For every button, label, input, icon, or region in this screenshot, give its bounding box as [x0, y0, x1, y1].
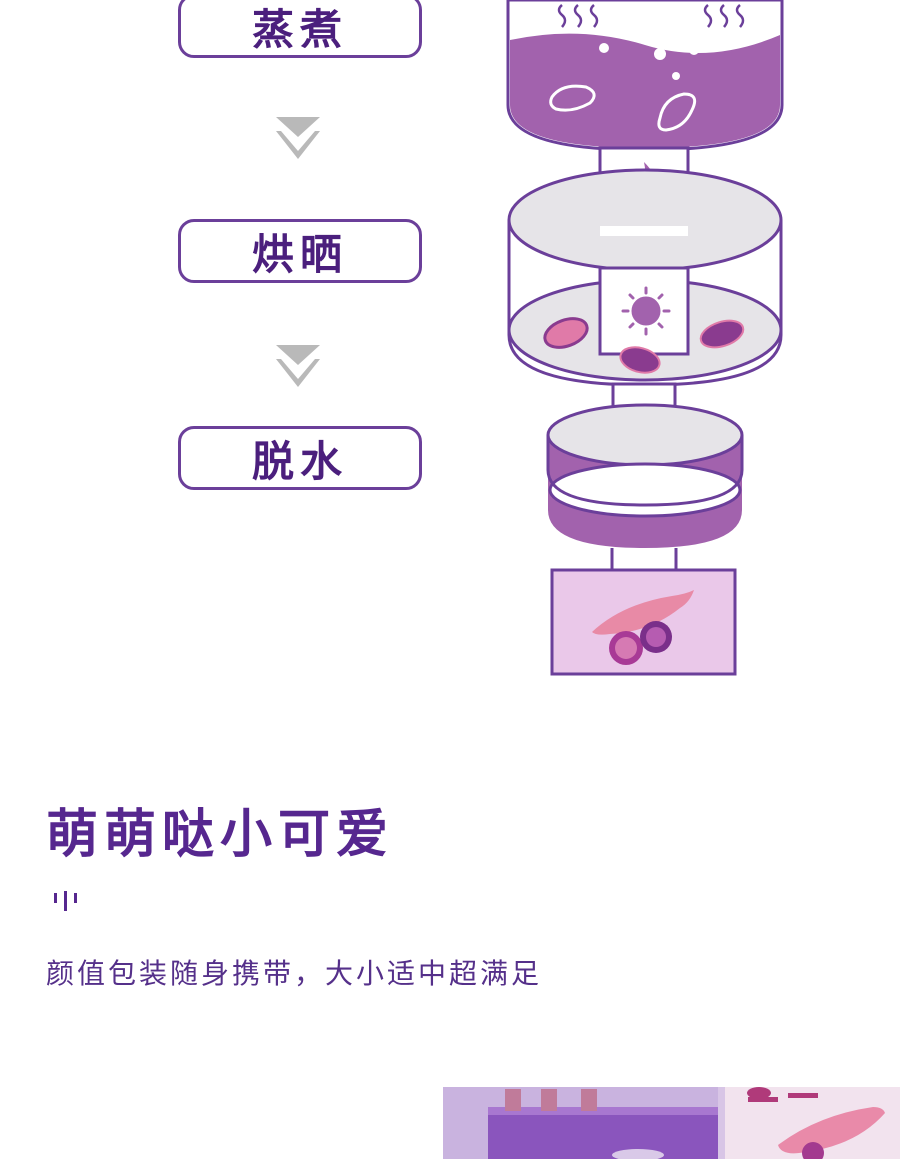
step-dehydrate-label: 脱水	[251, 436, 348, 486]
step-dehydrate: 脱水	[178, 426, 422, 490]
down-chevron-icon	[276, 345, 320, 387]
dehydrator	[546, 403, 744, 548]
section-title: 萌萌哒小可爱	[46, 805, 395, 865]
sweet-potato-slice	[699, 319, 745, 349]
sweet-potato-icon	[657, 92, 697, 132]
product-photo	[443, 1087, 900, 1159]
result-box	[550, 568, 737, 676]
sweet-potato-slice	[619, 346, 661, 374]
down-chevron-icon	[276, 117, 320, 159]
step-steam-label: 蒸煮	[251, 4, 348, 54]
sweet-potato-icon	[592, 590, 694, 635]
sun-icon	[621, 286, 671, 336]
sweet-potato-icon	[778, 1107, 885, 1154]
drying-rack	[507, 168, 783, 387]
sweet-potato-slice	[543, 317, 589, 349]
sweet-potato-icon	[549, 84, 596, 112]
steam-pot	[506, 0, 784, 152]
step-steam: 蒸煮	[178, 0, 422, 58]
step-bake-label: 烘晒	[251, 229, 348, 279]
section-subtitle: 颜值包装随身携带，大小适中超满足	[46, 957, 543, 990]
step-bake: 烘晒	[178, 219, 422, 283]
steam-icon	[557, 4, 745, 28]
process-diagram	[506, 0, 784, 676]
quote-mark-icon	[54, 891, 77, 911]
